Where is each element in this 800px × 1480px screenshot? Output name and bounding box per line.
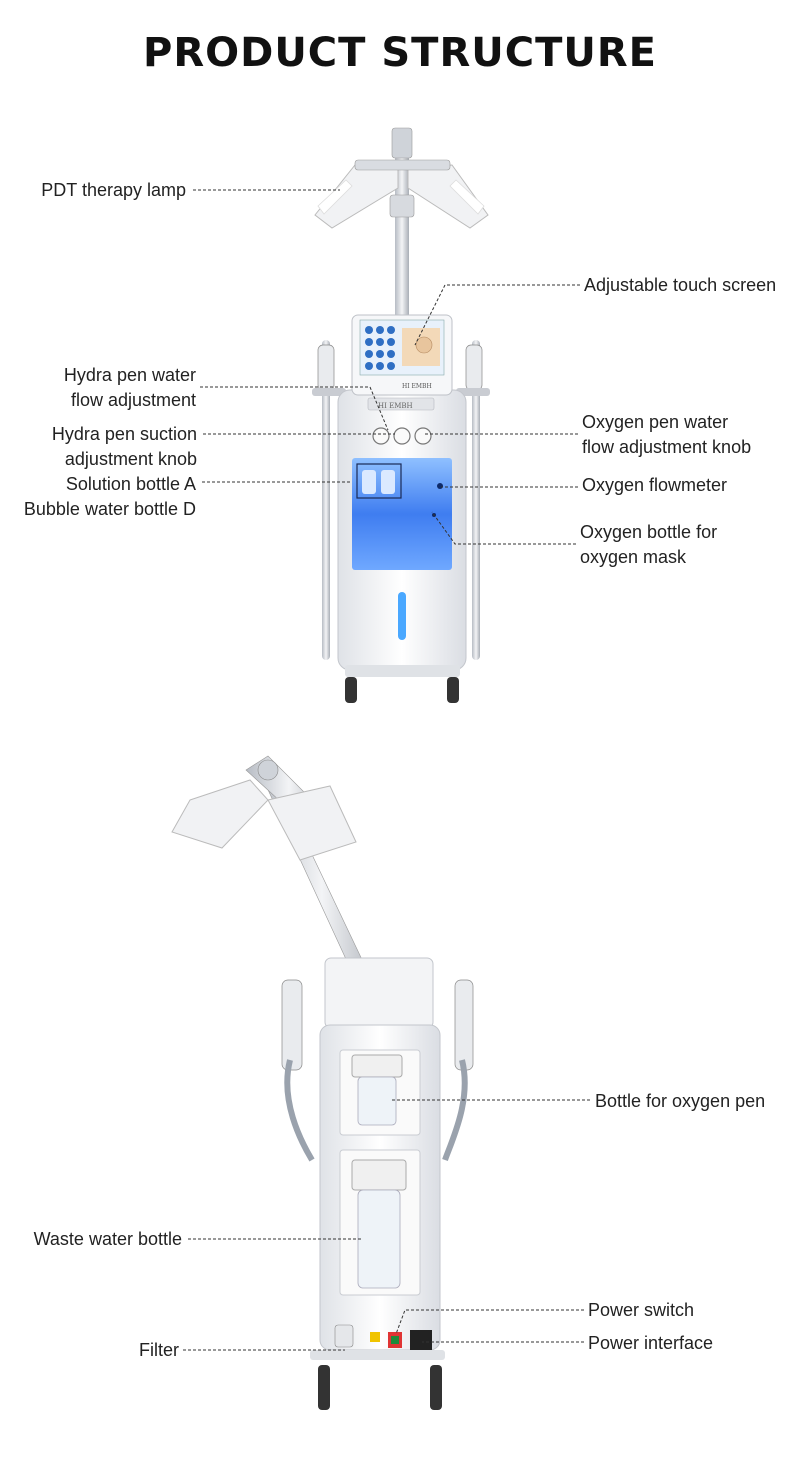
front-wheels bbox=[345, 677, 459, 703]
back-pdt-lamp bbox=[171, 759, 357, 861]
back-wheels bbox=[318, 1365, 442, 1410]
waste-bottle bbox=[357, 1189, 401, 1289]
leader-lines bbox=[183, 189, 590, 1351]
brand-badge: HI EMBH bbox=[378, 402, 413, 410]
front-view: HI EMBH HI EMBH bbox=[312, 127, 490, 703]
pdt-lamp bbox=[314, 159, 489, 229]
label-oxygen-pen-bottle: Bottle for oxygen pen bbox=[595, 1091, 766, 1111]
label-filter: Filter bbox=[139, 1340, 179, 1360]
back-view bbox=[171, 755, 474, 1410]
label-bubble-bottle-d: Bubble water bottle D bbox=[23, 499, 196, 519]
light-strip bbox=[398, 592, 406, 640]
label-solution-bottle-a: Solution bottle A bbox=[65, 474, 196, 494]
label-pdt-lamp: PDT therapy lamp bbox=[41, 180, 186, 200]
page-title: PRODUCT STRUCTURE bbox=[143, 30, 657, 76]
oxygen-pen-bottle bbox=[357, 1076, 397, 1126]
power-interface bbox=[410, 1330, 432, 1350]
touch-screen: HI EMBH bbox=[351, 314, 453, 396]
label-hydra-suction: Hydra pen suction adjustment knob bbox=[51, 424, 197, 469]
label-oxygen-flowmeter: Oxygen flowmeter bbox=[582, 475, 728, 495]
label-touch-screen: Adjustable touch screen bbox=[584, 275, 777, 295]
adjustment-knobs bbox=[372, 427, 432, 445]
label-oxygen-bottle: Oxygen bottle for oxygen mask bbox=[580, 522, 718, 567]
screen-brand: HI EMBH bbox=[402, 383, 432, 390]
label-oxygen-flow-knob: Oxygen pen water flow adjustment knob bbox=[582, 412, 752, 457]
blue-bottle-window bbox=[352, 458, 452, 570]
label-power-switch: Power switch bbox=[588, 1300, 695, 1320]
label-hydra-flow: Hydra pen water flow adjustment bbox=[63, 365, 196, 410]
label-power-interface: Power interface bbox=[588, 1333, 714, 1353]
label-waste-bottle: Waste water bottle bbox=[33, 1229, 182, 1249]
filter bbox=[334, 1324, 354, 1348]
